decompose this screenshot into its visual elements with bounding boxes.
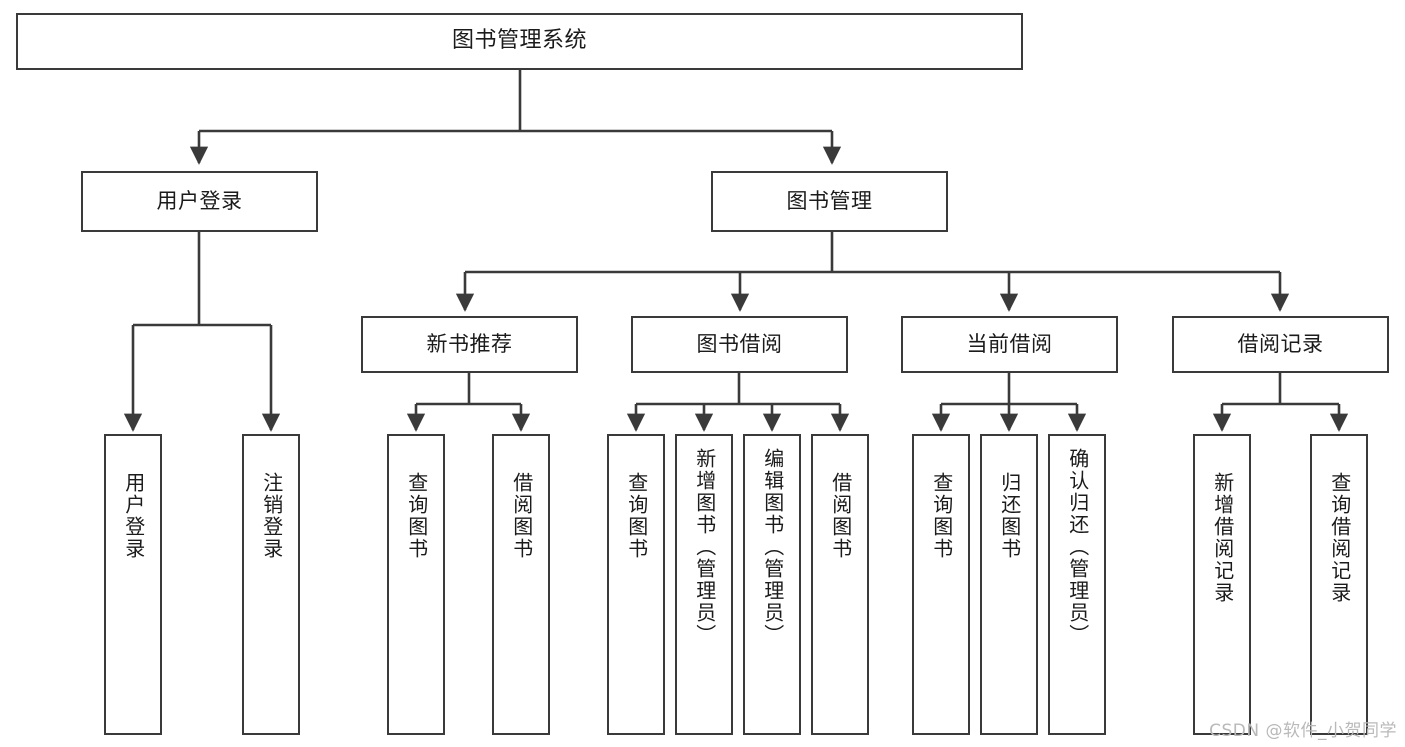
node-leaf-borrow-book[interactable]: 借阅图书 — [811, 434, 869, 735]
node-leaf-add-book-admin[interactable]: 新增图书（管理员） — [675, 434, 733, 735]
node-borrow-record[interactable]: 借阅记录 — [1172, 316, 1389, 373]
node-label: 借阅图书 — [828, 472, 853, 560]
node-label: 编辑图书（管理员） — [760, 448, 785, 646]
node-leaf-query-book-recommend[interactable]: 查询图书 — [387, 434, 445, 735]
node-label: 注销登录 — [259, 472, 284, 560]
node-label: 新书推荐 — [426, 331, 513, 356]
node-label: 借阅记录 — [1237, 331, 1324, 356]
node-label: 查询图书 — [624, 472, 649, 560]
node-leaf-borrow-book-recommend[interactable]: 借阅图书 — [492, 434, 550, 735]
node-current-borrow[interactable]: 当前借阅 — [901, 316, 1118, 373]
node-leaf-query-book-borrow[interactable]: 查询图书 — [607, 434, 665, 735]
node-root-book-management-system[interactable]: 图书管理系统 — [16, 13, 1023, 70]
node-new-book-recommend[interactable]: 新书推荐 — [361, 316, 578, 373]
node-leaf-confirm-return-admin[interactable]: 确认归还（管理员） — [1048, 434, 1106, 735]
watermark-text: CSDN @软件_小贺同学 — [1209, 721, 1397, 741]
node-label: 图书管理系统 — [451, 28, 587, 54]
node-leaf-query-borrow-record[interactable]: 查询借阅记录 — [1310, 434, 1368, 735]
node-leaf-return-book[interactable]: 归还图书 — [980, 434, 1038, 735]
node-label: 用户登录 — [156, 188, 243, 213]
node-label: 新增借阅记录 — [1210, 472, 1235, 604]
node-user-login[interactable]: 用户登录 — [81, 171, 318, 232]
node-label: 查询图书 — [929, 472, 954, 560]
node-label: 归还图书 — [997, 472, 1022, 560]
node-label: 查询图书 — [404, 472, 429, 560]
node-book-borrow[interactable]: 图书借阅 — [631, 316, 848, 373]
node-leaf-user-login[interactable]: 用户登录 — [104, 434, 162, 735]
node-leaf-add-borrow-record[interactable]: 新增借阅记录 — [1193, 434, 1251, 735]
node-label: 查询借阅记录 — [1327, 472, 1352, 604]
node-leaf-query-book-current[interactable]: 查询图书 — [912, 434, 970, 735]
node-label: 新增图书（管理员） — [692, 448, 717, 646]
node-leaf-edit-book-admin[interactable]: 编辑图书（管理员） — [743, 434, 801, 735]
node-label: 借阅图书 — [509, 472, 534, 560]
node-leaf-logout[interactable]: 注销登录 — [242, 434, 300, 735]
node-label: 确认归还（管理员） — [1065, 448, 1090, 646]
node-label: 图书借阅 — [696, 331, 783, 356]
node-label: 当前借阅 — [966, 331, 1053, 356]
node-book-management[interactable]: 图书管理 — [711, 171, 948, 232]
node-label: 用户登录 — [121, 472, 146, 560]
node-label: 图书管理 — [786, 188, 873, 213]
